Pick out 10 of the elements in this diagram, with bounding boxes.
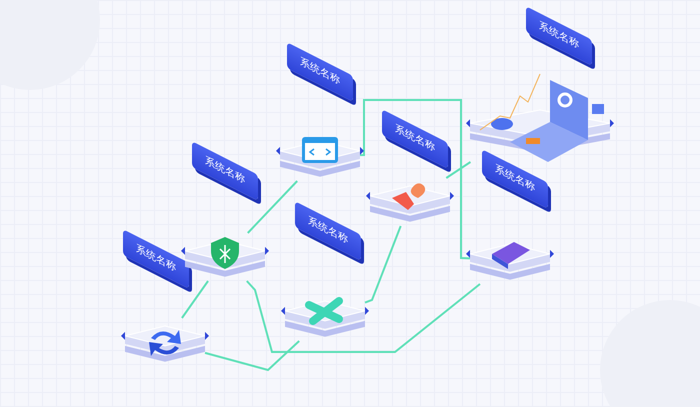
callout-label: 系统名称: [382, 109, 448, 169]
connector-line: [247, 180, 298, 234]
callout-label: 系统名称: [192, 141, 258, 201]
connector-line: [181, 280, 209, 319]
connector-line: [446, 161, 472, 179]
callout-label: 系统名称: [295, 201, 361, 261]
callout-label: 系统名称: [287, 42, 353, 102]
callout-label: 系统名称: [526, 6, 592, 66]
connector-line: [204, 340, 300, 372]
connector-line: [364, 226, 402, 304]
